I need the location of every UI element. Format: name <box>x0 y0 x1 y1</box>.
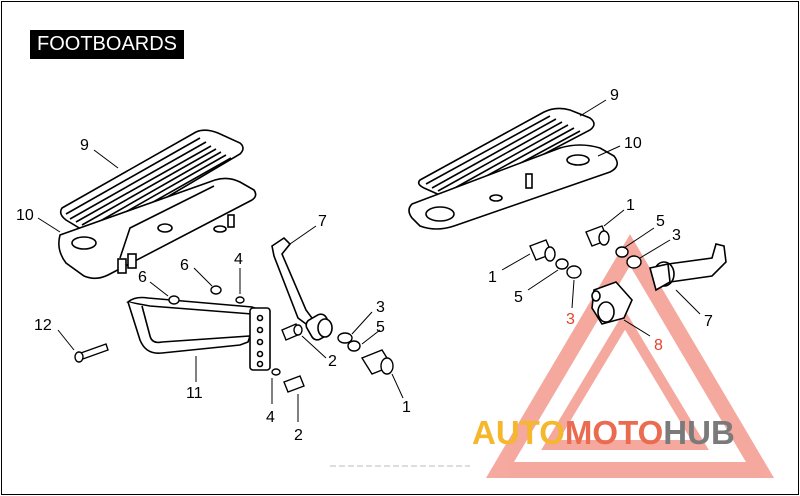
callout-left-6a: 6 <box>180 257 189 274</box>
right-footboard-base <box>408 144 618 230</box>
callout-left-1: 1 <box>402 399 411 416</box>
callout-right-3a: 3 <box>672 227 681 244</box>
callout-left-7: 7 <box>318 213 327 230</box>
callout-left-9: 9 <box>80 137 89 154</box>
callout-left-12: 12 <box>34 317 52 334</box>
callout-right-7: 7 <box>704 313 713 330</box>
diagram-title: FOOTBOARDS <box>30 30 185 59</box>
watermark-part-hub: HUB <box>663 414 735 451</box>
callout-left-5: 5 <box>376 319 385 336</box>
left-footboard-pad <box>59 129 244 236</box>
left-footboard-bracket <box>126 296 271 371</box>
callout-right-5b: 5 <box>514 289 523 306</box>
watermark-triangle <box>485 234 775 478</box>
watermark-part-moto: MOTO <box>564 414 664 451</box>
callout-left-3: 3 <box>376 299 385 316</box>
right-footboard-pad <box>417 107 595 200</box>
callout-left-2a: 2 <box>328 353 337 370</box>
right-clevis <box>591 281 633 325</box>
callout-left-4a: 4 <box>234 251 243 268</box>
watermark-text: AUTOMOTOHUB <box>472 414 735 452</box>
callout-left-6b: 6 <box>138 269 147 286</box>
callout-left-10: 10 <box>16 207 34 224</box>
callout-right-3b: 3 <box>566 311 575 328</box>
callout-right-9: 9 <box>610 87 619 104</box>
left-footboard-base <box>58 177 257 280</box>
callout-right-1b: 1 <box>488 269 497 286</box>
callout-left-2b: 2 <box>294 427 303 444</box>
callout-left-11: 11 <box>186 385 203 402</box>
left-leader-lines <box>37 149 404 422</box>
right-leader-lines <box>501 99 701 337</box>
callout-left-4b: 4 <box>266 409 275 426</box>
callout-right-5a: 5 <box>656 213 665 230</box>
watermark-part-auto: AUTO <box>472 414 565 451</box>
left-hardware <box>74 285 394 393</box>
right-footpeg-arm <box>649 243 727 292</box>
callout-right-1a: 1 <box>626 197 635 214</box>
left-footpeg-arm <box>271 236 333 341</box>
callout-right-10: 10 <box>624 135 642 152</box>
right-hardware <box>529 225 642 279</box>
callout-right-8: 8 <box>654 337 663 354</box>
